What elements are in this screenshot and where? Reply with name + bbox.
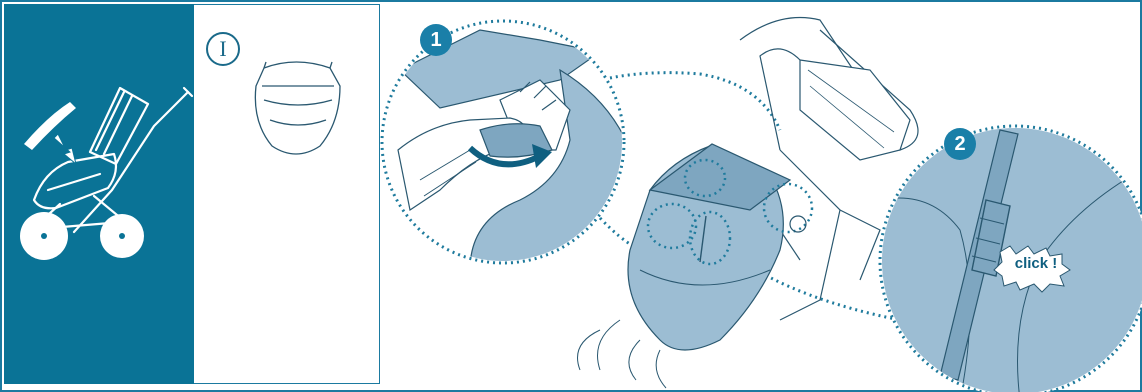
arrow-icon: [54, 134, 76, 164]
footmuff-icon: [24, 102, 76, 150]
step-number: I: [205, 31, 241, 67]
step-number-label: I: [205, 31, 241, 67]
click-label: click !: [1006, 253, 1066, 275]
step1-badge: 1: [420, 24, 452, 56]
overview-panel: [4, 4, 194, 384]
stroller-icon: [4, 4, 194, 384]
step2-badge: 2: [944, 128, 976, 160]
